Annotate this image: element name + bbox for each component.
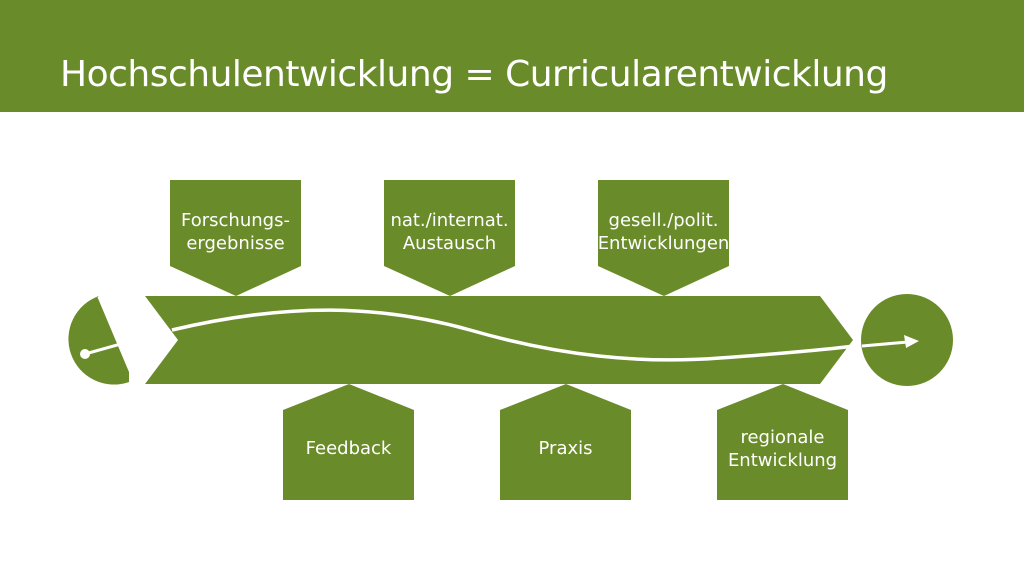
start-dot	[80, 349, 90, 359]
development-path	[171, 308, 854, 362]
influence-bottom-praxis-shape	[500, 384, 631, 500]
influence-top-gesellschaft-shape	[598, 180, 729, 296]
page-title: Hochschulentwicklung = Curricularentwick…	[60, 54, 888, 95]
goal-arrow-line	[861, 340, 909, 348]
influence-bottom-regional-label: regionale Entwicklung	[727, 427, 838, 471]
influence-bottom-feedback-label: Feedback	[305, 438, 392, 459]
start-node	[68, 296, 129, 385]
influence-top-forschung-shape	[170, 180, 301, 296]
influence-top-austausch-label: nat./internat. Austausch	[390, 210, 509, 254]
influence-top-austausch-shape	[384, 180, 515, 296]
influence-bottom-feedback-shape	[283, 384, 414, 500]
process-arrow	[145, 296, 853, 384]
title-bar: Hochschulentwicklung = Curricularentwick…	[0, 0, 1024, 112]
arrowhead-icon	[904, 335, 919, 348]
influence-bottom-praxis-label: Praxis	[538, 438, 593, 459]
influence-top-gesellschaft-label: gesell./polit. Entwicklungen	[597, 210, 730, 254]
start-connector-line	[84, 340, 129, 356]
influence-top-forschung-label: Forschungs- ergebnisse	[181, 210, 290, 254]
influence-bottom-regional-shape	[717, 384, 848, 500]
